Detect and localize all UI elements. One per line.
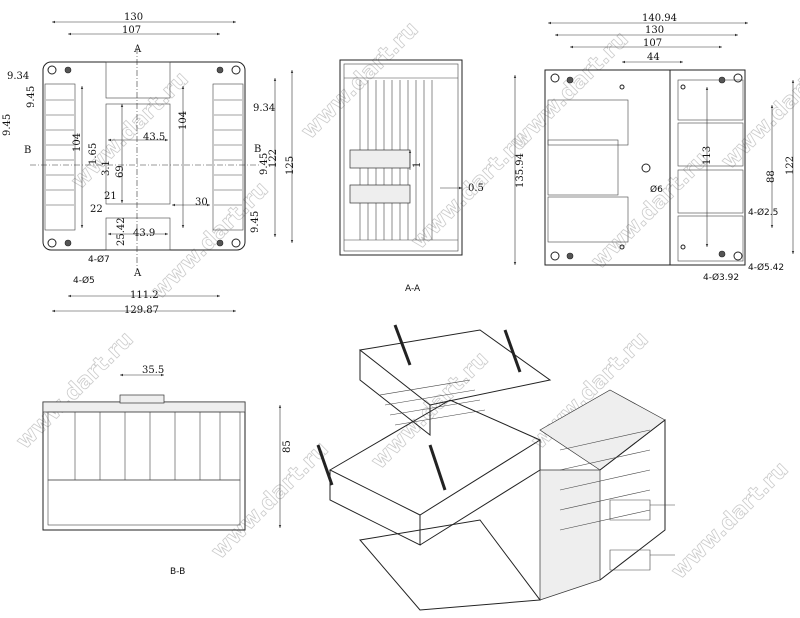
dim-label: 125 [285,156,296,175]
dim-label: 122 [268,149,279,168]
dim-label: 111.2 [130,290,159,301]
top-view: 130 107 9.34 9.45 9.45 104 1.65 3.1 69 2… [2,12,296,316]
dim-label: 130 [645,25,664,36]
watermark: www.dart.ru [67,67,194,194]
dim-label: 113 [702,146,713,165]
section-mark: B [24,145,31,156]
dim-label: 85 [282,440,293,453]
dim-label: 135.94 [515,153,526,188]
dim-label: 104 [178,111,189,130]
bottom-view: 140.94 130 107 44 135.94 113 88 122 Ø6 4… [513,13,796,283]
dim-label: 122 [785,156,796,175]
dim-label: 107 [643,38,662,49]
dim-label: 9.45 [2,114,13,136]
section-b-b-view: 35.5 85 B-B [42,365,293,577]
dim-label: 1 [412,162,423,168]
section-mark: B [254,144,261,155]
watermark: www.dart.ru [507,27,634,154]
dim-label: 22 [90,204,103,215]
dim-label: 25.42 [116,217,127,246]
dim-label: 9.34 [7,71,29,82]
dim-label: 4-Ø5 [73,275,95,286]
section-a-a-view: 1 0.5 A-A [339,59,484,294]
dim-label: 9.34 [253,103,275,114]
section-caption: B-B [170,567,185,577]
dim-label: 43.5 [143,132,165,143]
isometric-exploded-view [316,324,675,611]
dim-label: 104 [72,133,83,152]
dim-label: 9.45 [26,86,37,108]
dim-label: 4-Ø7 [88,254,110,265]
dim-label: 4-Ø3.92 [703,272,739,283]
section-mark: A [133,268,142,279]
dim-label: 4-Ø5.42 [748,262,784,273]
dim-label: 9.45 [259,153,270,175]
dim-label: 107 [122,25,141,36]
dim-label: 88 [766,170,777,183]
dim-label: 44 [647,52,660,63]
section-mark: A [133,44,142,55]
dim-label: 9.45 [250,211,261,233]
section-caption: A-A [405,284,421,294]
dim-label: 0.5 [468,183,484,194]
dim-label: 35.5 [142,365,164,376]
dim-label: 69 [115,165,126,178]
dim-label: 3.1 [101,160,112,176]
dim-label: 21 [104,191,117,202]
dim-label: 43.9 [133,228,155,239]
dim-label: 30 [195,197,208,208]
watermark: www.dart.ru [717,47,800,174]
dim-label: 140.94 [642,13,677,24]
dim-label: 130 [124,12,143,23]
dim-label: Ø6 [650,184,663,195]
dim-label: 4-Ø2.5 [748,207,778,218]
watermark: www.dart.ru [147,177,274,304]
watermark: www.dart.ru [667,457,794,584]
dim-label: 129.87 [124,305,159,316]
dim-label: 1.65 [88,143,99,165]
watermark: www.dart.ru [207,437,334,564]
dimension-labels: 130 107 9.34 9.45 9.45 104 1.65 3.1 69 2… [2,12,296,316]
